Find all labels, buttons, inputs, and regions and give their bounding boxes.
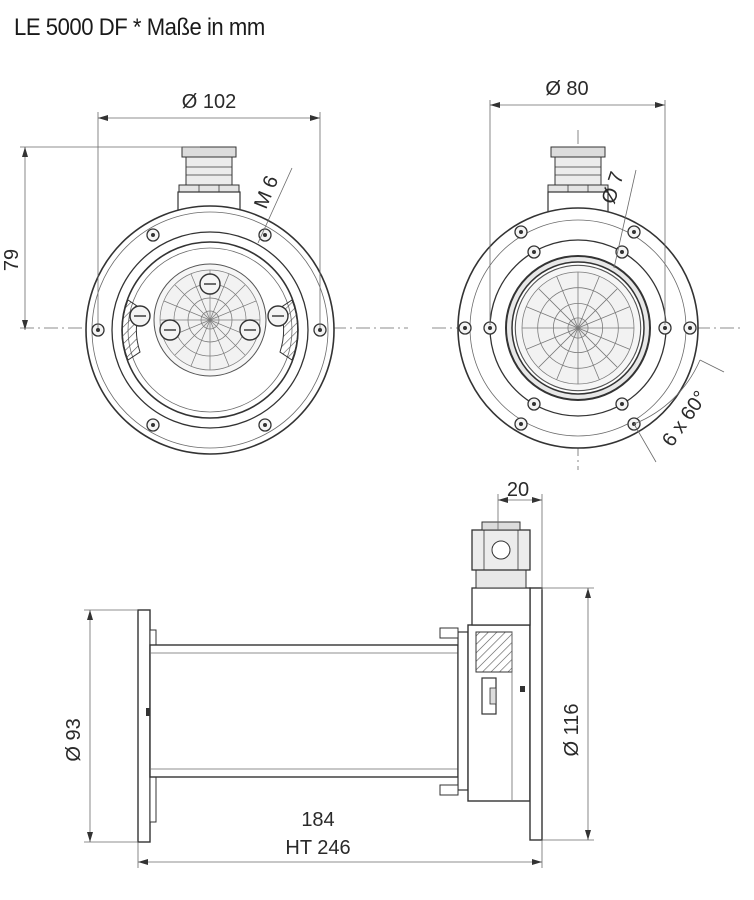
dim-length-ht246: HT 246 (285, 837, 350, 859)
dim-diameter-116: Ø 116 (561, 704, 583, 757)
drawing-title: LE 5000 DF * Maße in mm (14, 14, 265, 41)
dim-diameter-93: Ø 93 (63, 718, 85, 761)
dim-thread-m6: M 6 (250, 173, 283, 212)
dim-gland-20: 20 (507, 479, 529, 501)
dim-length-184: 184 (301, 809, 334, 831)
dim-height-79: 79 (1, 249, 23, 271)
housing-body (149, 644, 459, 778)
side-view: 20 Ø 93 Ø 116 184 HT 246 (63, 479, 594, 868)
dim-hole-7: Ø 7 (598, 169, 629, 206)
led-lens (514, 264, 642, 392)
dim-diameter-right: Ø 80 (545, 78, 588, 100)
dim-diameter-left: Ø 102 (182, 91, 236, 113)
front-view-left: Ø 102 79 M 6 (1, 91, 408, 455)
front-view-right: Ø 80 Ø 7 6 x 60° (432, 78, 740, 470)
